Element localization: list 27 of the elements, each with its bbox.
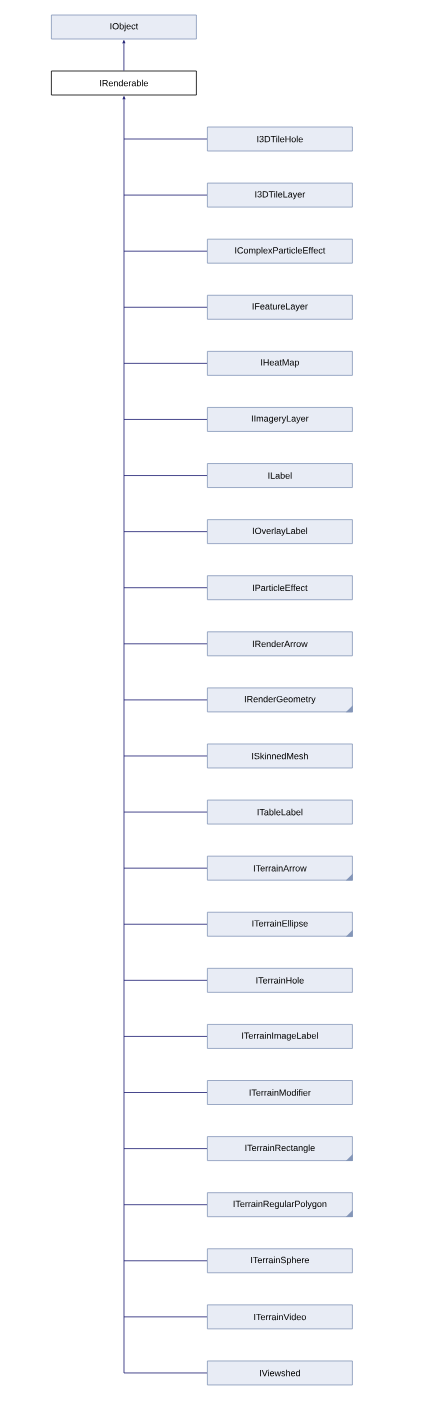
- inheritance-arrow: [122, 40, 126, 71]
- class-box: IComplexParticleEffect: [207, 238, 353, 264]
- class-box: IImageryLayer: [207, 407, 353, 432]
- class-box: IRenderable: [51, 70, 197, 96]
- class-box: IObject: [51, 14, 197, 40]
- class-box: IParticleEffect: [207, 575, 353, 601]
- class-box: ITerrainEllipse: [207, 911, 353, 937]
- class-box: ITerrainHole: [207, 967, 353, 993]
- class-box: ITerrainVideo: [207, 1304, 353, 1330]
- class-box: IViewshed: [207, 1360, 353, 1386]
- class-box: I3DTileHole: [207, 126, 353, 152]
- class-box: IFeatureLayer: [207, 294, 353, 320]
- class-box: ITableLabel: [207, 799, 353, 825]
- class-box: ILabel: [207, 463, 353, 488]
- class-box: IOverlayLabel: [207, 519, 353, 544]
- class-box: ITerrainSphere: [207, 1248, 353, 1274]
- class-box: IRenderArrow: [207, 631, 353, 657]
- class-box: ITerrainRegularPolygon: [207, 1192, 353, 1218]
- class-box: ITerrainModifier: [207, 1080, 353, 1105]
- class-box: ITerrainImageLabel: [207, 1024, 353, 1049]
- class-box: I3DTileLayer: [207, 182, 353, 208]
- inheritance-arrow: [122, 96, 126, 1374]
- class-box: IRenderGeometry: [207, 687, 353, 713]
- class-box: ISkinnedMesh: [207, 743, 353, 769]
- class-box: ITerrainRectangle: [207, 1136, 353, 1161]
- class-box: ITerrainArrow: [207, 855, 353, 881]
- class-box: IHeatMap: [207, 350, 353, 376]
